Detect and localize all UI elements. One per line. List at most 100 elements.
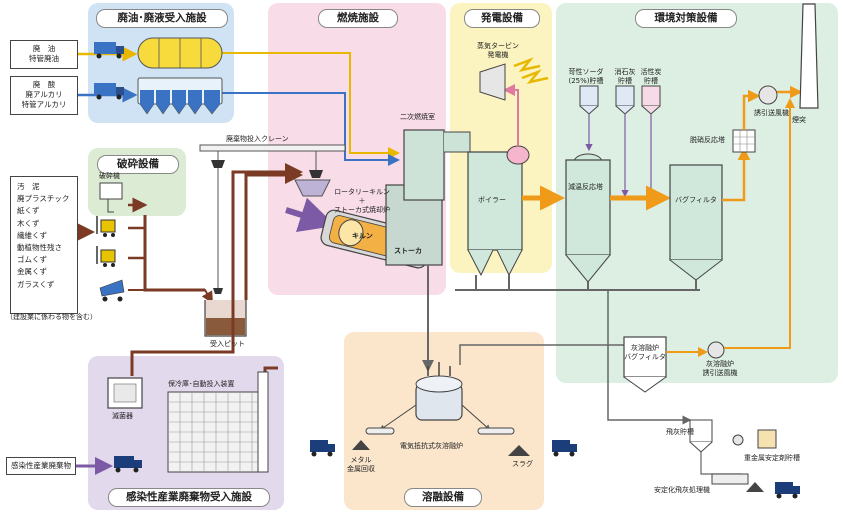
bagfilter-label: バグフィルタ bbox=[675, 196, 717, 204]
pit-label: 受入ピット bbox=[210, 340, 245, 348]
turbine-label-1: 蒸気タービン bbox=[477, 42, 519, 50]
chelate-label: 重金属安定剤貯槽 bbox=[744, 454, 800, 462]
carbon-label-1: 活性炭 bbox=[640, 68, 662, 76]
ash-bag-label-2: バグフィルタ bbox=[624, 353, 666, 361]
acid-input-3: 特管アルカリ bbox=[21, 100, 67, 109]
acid-truck-icon bbox=[94, 83, 124, 100]
crusher-machine bbox=[99, 182, 123, 200]
kiln-title-3: ストーカ式焼却炉 bbox=[334, 206, 390, 214]
denox-tower bbox=[732, 129, 756, 153]
carbon-label-2: 貯槽 bbox=[644, 77, 658, 85]
ash-bag-label: 灰溶融炉 バグフィルタ bbox=[624, 344, 666, 362]
ash-bag-label-1: 灰溶融炉 bbox=[631, 344, 659, 352]
infectious-to-hopper-line bbox=[130, 163, 303, 376]
solid-5: 繊維くず bbox=[17, 230, 47, 240]
induced-draft-fan bbox=[758, 85, 778, 105]
solid-3: 紙くず bbox=[17, 206, 40, 216]
crusher-label: 破砕機 bbox=[99, 172, 120, 180]
zone-label-crush: 破砕設備 bbox=[97, 155, 179, 174]
metal-label: メタル 金属回収 bbox=[347, 456, 375, 474]
solid-4: 木くず bbox=[17, 218, 40, 228]
hopper-chute bbox=[285, 197, 336, 233]
carbon-label: 活性炭 貯槽 bbox=[641, 68, 662, 86]
fly-ash-label: 飛灰貯槽 bbox=[666, 428, 694, 436]
zone-label-infect: 感染性産業廃棄物受入施設 bbox=[108, 488, 270, 507]
feed-hopper bbox=[294, 179, 331, 197]
solid-8: 金属くず bbox=[17, 267, 47, 277]
steam-line bbox=[503, 84, 519, 146]
sterilizer-label: 滅菌器 bbox=[112, 412, 133, 420]
kiln-label: キルン bbox=[352, 232, 373, 240]
steam-drum bbox=[506, 145, 530, 165]
storage-label: 保冷庫･自動投入装置 bbox=[168, 380, 235, 388]
acid-tanks bbox=[137, 77, 223, 115]
crane-rail bbox=[199, 144, 346, 152]
steam-turbine bbox=[479, 63, 506, 101]
ash-fan-label-2: 誘引送風機 bbox=[702, 369, 738, 377]
oil-to-furnace-line bbox=[222, 52, 400, 159]
stabilizer-machine bbox=[711, 473, 749, 485]
slag-pile bbox=[508, 445, 530, 456]
zone-label-incin: 燃焼施設 bbox=[318, 9, 398, 28]
dump-truck-icon bbox=[99, 279, 125, 302]
solid-6: 動植物性残さ bbox=[17, 243, 62, 253]
lime-label-2: 貯槽 bbox=[618, 77, 632, 85]
acid-input-1: 廃 酸 bbox=[32, 80, 56, 89]
chelate-tank bbox=[757, 429, 777, 449]
ash-melter-fan bbox=[707, 341, 725, 359]
secondary-combustion-chamber bbox=[403, 129, 445, 201]
stoker-label: ストーカ bbox=[394, 247, 422, 255]
metal-conveyor bbox=[365, 427, 395, 435]
metal-pile bbox=[352, 440, 370, 450]
fly-ash-line bbox=[607, 290, 692, 425]
ash-fan-label-1: 灰溶融炉 bbox=[706, 360, 734, 368]
crusher-to-pit-line bbox=[143, 215, 205, 292]
chimney-stack bbox=[799, 3, 819, 109]
solids-input-box: 汚 泥 廃プラスチック 紙くず 木くず 繊維くず 動植物性残さ ゴムくず 金属く… bbox=[10, 176, 78, 314]
idfan-label: 誘引送風機 bbox=[754, 109, 789, 117]
zone-label-power: 発電設備 bbox=[464, 9, 540, 28]
slag-label: スラグ bbox=[512, 460, 533, 468]
denox-label: 脱硝反応塔 bbox=[690, 136, 725, 144]
crane-label: 廃棄物投入クレーン bbox=[226, 135, 289, 143]
soda-label-1: 苛性ソーダ bbox=[568, 68, 604, 76]
melting-furnace-label: 電気抵抗式灰溶融炉 bbox=[400, 442, 463, 450]
ash-truck-icon bbox=[775, 482, 800, 499]
auto-feeder-lift bbox=[257, 371, 269, 473]
bag-filter bbox=[669, 164, 723, 261]
stack-label: 煙突 bbox=[792, 116, 806, 124]
zone-label-liquid: 廃油･廃液受入施設 bbox=[96, 9, 228, 28]
solid-2: 廃プラスチック bbox=[17, 194, 70, 204]
slag-conveyor bbox=[477, 427, 515, 435]
kiln-title-label: ロータリーキルン ＋ ストーカ式焼却炉 bbox=[334, 188, 390, 215]
kiln-title-1: ロータリーキルン bbox=[334, 188, 390, 196]
pit-to-hopper-line bbox=[244, 166, 303, 300]
secondary-chamber-label: 二次燃焼室 bbox=[400, 113, 435, 121]
soda-label-2: (25%)貯槽 bbox=[568, 77, 604, 85]
turbine-label-2: 発電機 bbox=[487, 51, 509, 59]
solid-7: ゴムくず bbox=[17, 255, 47, 265]
cooling-reaction-tower bbox=[565, 159, 611, 256]
forklift-icon bbox=[96, 216, 116, 267]
oil-truck-icon bbox=[94, 42, 124, 59]
acid-input-box: 廃 酸 廃アルカリ 特管アルカリ bbox=[10, 76, 78, 115]
crane-grab-icon bbox=[211, 160, 225, 168]
soda-label: 苛性ソーダ (25%)貯槽 bbox=[568, 68, 603, 86]
solid-1: 汚 泥 bbox=[17, 182, 40, 191]
electricity-icon bbox=[513, 57, 541, 72]
infectious-input-box: 感染性産業廃棄物 bbox=[6, 457, 76, 475]
metal-label-2: 金属回収 bbox=[347, 465, 375, 473]
metal-label-1: メタル bbox=[350, 456, 372, 464]
ash-melter-bag-filter bbox=[623, 336, 667, 378]
oil-input-box: 廃 油 特管廃油 bbox=[10, 40, 78, 69]
oil-input-1: 廃 油 bbox=[32, 44, 56, 53]
solids-note: （建設業に係わる物を含む） bbox=[6, 313, 97, 321]
infectious-input-label: 感染性産業廃棄物 bbox=[11, 461, 71, 470]
slag-truck-icon bbox=[552, 440, 577, 457]
zone-label-env: 環境対策設備 bbox=[635, 9, 737, 28]
lime-label-1: 消石灰 bbox=[614, 68, 636, 76]
metal-truck-icon bbox=[310, 440, 335, 457]
cooling-tower-label: 減温反応塔 bbox=[568, 183, 603, 191]
acid-input-2: 廃アルカリ bbox=[25, 90, 63, 99]
